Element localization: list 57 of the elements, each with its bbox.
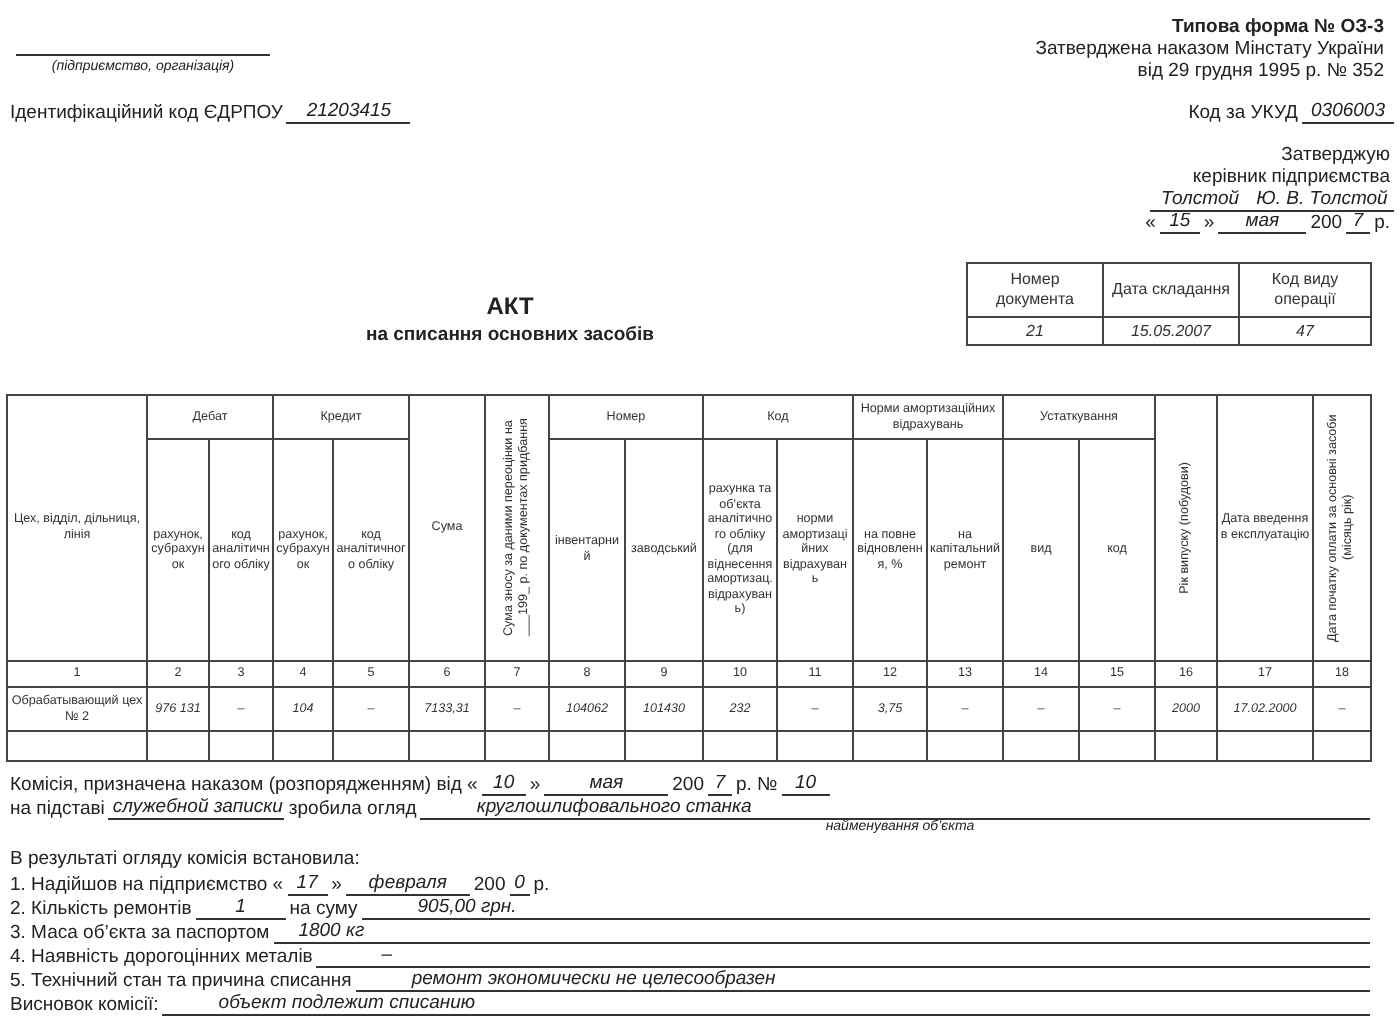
form-text: 200 (471, 874, 508, 896)
form-text: на підставі (8, 798, 107, 820)
table-cell: 21 (968, 318, 1104, 346)
filled-value: – (316, 944, 457, 968)
filled-value: мая (1218, 210, 1307, 234)
form-text: 4. Наявність дорогоцінних металів (8, 946, 315, 968)
filled-value: 17 (287, 872, 328, 896)
form-text: зробила огляд (286, 798, 419, 820)
form-text: керівник підприємства (1190, 166, 1392, 188)
filled-value: ремонт экономически не целесообразен (355, 968, 1370, 992)
filled-value: 10 (781, 772, 830, 796)
form-text: 200 (1308, 212, 1345, 234)
filled-value: 10 (481, 772, 526, 796)
form-text: » (527, 774, 543, 796)
form-text: р. (531, 874, 552, 896)
form-text: р. (1372, 212, 1392, 234)
form-text: на суму (287, 898, 360, 920)
filled-value: февраля (345, 872, 470, 896)
form-text: Код за УКУД (1186, 102, 1300, 124)
filled-value: Ю. В. Толстой (1250, 188, 1394, 212)
form-text: Комісія, призначена наказом (розпорядженням) від « (8, 774, 480, 796)
filled-value: служебной записки (108, 796, 285, 820)
filled-value: 905,00 грн. (361, 896, 1370, 920)
form-text: « (1143, 212, 1158, 234)
table-cell: 47 (1240, 318, 1372, 346)
table-header-cell: Номер документа (968, 264, 1104, 318)
approval-note: Затверджена наказом Мінстату України від 29 грудня 1995 р. № 352 (1034, 38, 1384, 82)
form-number: Типова форма № ОЗ-3 (1172, 16, 1384, 38)
filled-value: мая (544, 772, 669, 796)
table-header-cell: Код виду операції (1240, 264, 1372, 318)
table-cell: 15.05.2007 (1104, 318, 1240, 346)
form-text: » (329, 874, 344, 896)
form-text: Висновок комісії: (8, 994, 161, 1016)
filled-value: Толстой (1150, 188, 1250, 212)
filled-value: 0306003 (1302, 100, 1394, 124)
filled-value: 15 (1159, 210, 1200, 234)
form-text: Ідентифікаційний код ЄДРПОУ (8, 102, 285, 124)
form-text: 2. Кількість ремонтів (8, 898, 194, 920)
form-text: 5. Технічний стан та причина списання (8, 970, 354, 992)
form-title: АКТ (484, 292, 536, 320)
filled-value: 7 (1346, 210, 1371, 234)
filled-value: 1 (195, 896, 286, 920)
form-text: 1. Надійшов на підприємство « (8, 874, 286, 896)
form-text: 200 (670, 774, 706, 796)
filled-value: 1800 кг (273, 920, 390, 944)
filled-value: 0 (509, 872, 530, 896)
form-text: Затверджую (1279, 144, 1392, 166)
form-text: В результаті огляду комісія встановила: (8, 848, 362, 870)
form-text: р. № (734, 774, 780, 796)
filled-value: 7 (708, 772, 732, 796)
form-text: 3. Маса об’єкта за паспортом (8, 922, 272, 944)
form-text: » (1201, 212, 1217, 234)
table-header-cell: Дата складання (1104, 264, 1240, 318)
filled-value: 21203415 (286, 100, 411, 124)
form-subtitle: на списання основних засобів (363, 324, 657, 346)
filled-value: круглошлифовального станка (420, 796, 1370, 820)
filled-value: объект подлежит списанию (162, 992, 1370, 1016)
